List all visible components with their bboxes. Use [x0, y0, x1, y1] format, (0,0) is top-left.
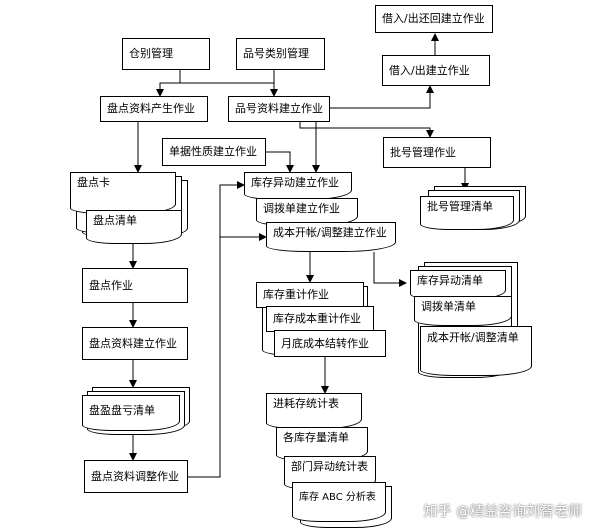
pinhao-ziliao-box[interactable]: 品号资料建立作业 [228, 96, 330, 122]
jieru-chu-box[interactable]: 借入/出建立作业 [382, 55, 490, 86]
kucun-abc-doc[interactable]: 库存 ABC 分析表 [292, 482, 386, 522]
chengben-qingdan-doc[interactable]: 成本开帐/调整清单 [420, 326, 532, 376]
arrow-pinhao-leibie-to-pandian-chansheng [162, 70, 275, 84]
pandian-ziliao-jianli-box[interactable]: 盘点资料建立作业 [82, 327, 188, 360]
chengben-kaizhang-doc[interactable]: 成本开帐/调整建立作业 [266, 222, 396, 252]
kucun-yidong-qingdan-doc[interactable]: 库存异动清单 [410, 270, 506, 300]
jieru-huanhui-box[interactable]: 借入/出还回建立作业 [375, 5, 493, 33]
pandian-tiaozheng-box[interactable]: 盘点资料调整作业 [84, 460, 188, 493]
jinhaocun-doc[interactable]: 进耗存统计表 [266, 393, 362, 429]
kucun-zhongji-box[interactable]: 库存重计作业 [256, 282, 364, 308]
watermark: 知乎 @精益咨询刘智老师 [423, 504, 582, 520]
pinhao-leibie-box[interactable]: 品号类别管理 [236, 38, 325, 70]
pihao-qingdan-doc[interactable]: 批号管理清单 [420, 196, 514, 230]
diaobodan-qingdan-doc[interactable]: 调拨单清单 [414, 296, 512, 326]
arrow-pinhao-ziliao-to-jieru [330, 85, 434, 109]
arrow-chengben-to-qingdan-group [373, 252, 407, 287]
cangbie-box[interactable]: 仓别管理 [122, 38, 210, 70]
arrow-tiaozheng-to-kucun-yidong [188, 181, 245, 478]
danju-xingzhi-box[interactable]: 单据性质建立作业 [162, 138, 266, 166]
arrow-danju-to-kucun-yidong [266, 151, 294, 173]
kucun-yidong-doc[interactable]: 库存异动建立作业 [244, 172, 352, 200]
pandianka-doc[interactable]: 盘点卡 [70, 172, 176, 214]
panying-pankui-doc[interactable]: 盘盈盘亏清单 [82, 395, 180, 431]
kucun-chengben-zhongji-box[interactable]: 库存成本重计作业 [266, 306, 374, 332]
pandian-qingdan-doc[interactable]: 盘点清单 [86, 210, 182, 244]
pandian-chansheng-box[interactable]: 盘点资料产生作业 [100, 96, 208, 122]
pihao-guanli-box[interactable]: 批号管理作业 [383, 137, 491, 168]
arrow-pinhao-ziliao-to-pihao [299, 122, 434, 138]
yuedi-jiezhuan-box[interactable]: 月底成本结转作业 [274, 330, 386, 357]
pandian-zuoye-box[interactable]: 盘点作业 [82, 268, 188, 303]
